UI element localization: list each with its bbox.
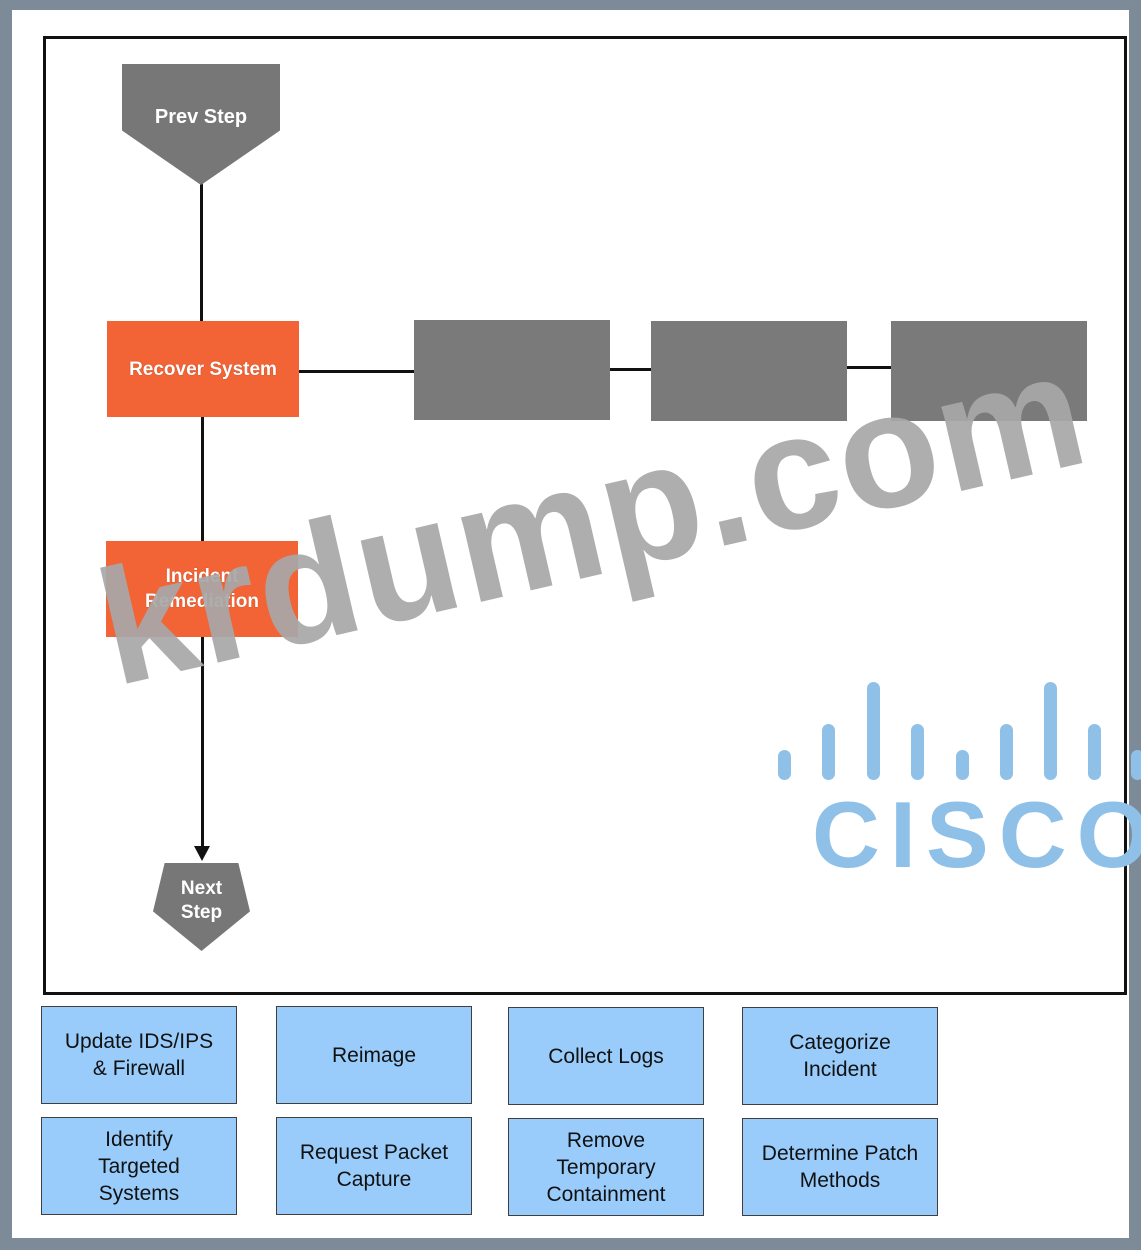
cisco-bars-icon [774, 680, 1141, 780]
option-label: Determine Patch Methods [761, 1142, 919, 1192]
option-collect-logs[interactable]: Collect Logs [508, 1007, 704, 1105]
diagram-frame [43, 36, 1127, 995]
recover-system-node: Recover System [107, 321, 299, 417]
option-label: Categorize Incident [789, 1031, 891, 1081]
connector-remediation-to-next [201, 636, 204, 852]
option-categorize-incident[interactable]: Categorize Incident [742, 1007, 938, 1105]
connector-slot-2-to-slot-3 [847, 366, 893, 369]
connector-recover-to-slot-1 [299, 370, 415, 373]
option-remove-temporary-containment[interactable]: Remove Temporary Containment [508, 1118, 704, 1216]
arrowhead-icon [194, 846, 210, 861]
option-request-packet-capture[interactable]: Request Packet Capture [276, 1117, 472, 1215]
next-step-label: Next Step [180, 878, 223, 923]
canvas: Prev Step Recover System Incident Remedi… [12, 10, 1141, 1238]
option-identify-targeted-systems[interactable]: Identify Targeted Systems [41, 1117, 237, 1215]
connector-slot-1-to-slot-2 [610, 368, 652, 371]
cisco-logo: CISCO [774, 680, 1141, 887]
connector-recover-to-remediation [201, 416, 204, 542]
connector-prev-to-recover [200, 180, 203, 322]
next-step-node: Next Step [153, 863, 250, 951]
option-label: Identify Targeted Systems [98, 1127, 180, 1205]
option-update-ids-ips-firewall[interactable]: Update IDS/IPS & Firewall [41, 1006, 237, 1104]
option-label: Collect Logs [548, 1044, 664, 1068]
option-label: Request Packet Capture [299, 1141, 449, 1191]
incident-remediation-node: Incident Remediation [106, 541, 298, 637]
option-determine-patch-methods[interactable]: Determine Patch Methods [742, 1118, 938, 1216]
drop-slot-1[interactable] [414, 320, 610, 420]
option-label: Reimage [331, 1043, 417, 1067]
option-reimage[interactable]: Reimage [276, 1006, 472, 1104]
incident-remediation-label: Incident Remediation [144, 566, 260, 612]
option-label: Remove Temporary Containment [546, 1128, 666, 1206]
option-label: Update IDS/IPS & Firewall [64, 1030, 214, 1080]
cisco-wordmark: CISCO [812, 782, 1141, 887]
drop-slot-2[interactable] [651, 321, 847, 421]
drop-slot-3[interactable] [891, 321, 1087, 421]
prev-step-label: Prev Step [154, 106, 248, 128]
recover-system-label: Recover System [129, 358, 277, 380]
